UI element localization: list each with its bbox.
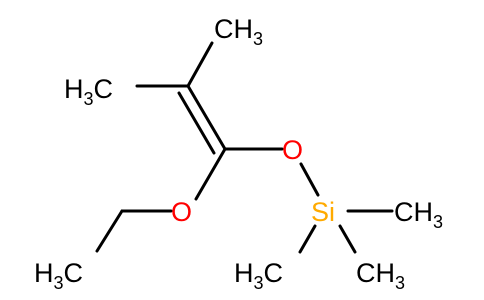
atom-methyl-left: H3C: [64, 74, 113, 109]
bond-c1-c2-double-b: [177, 91, 216, 155]
atom-methyl-si-bottom-right: CH3: [356, 258, 405, 293]
atom-methyl-top: CH3: [214, 14, 263, 49]
bond-c2-methyl-top: [186, 41, 214, 88]
bonds: [95, 41, 394, 254]
atom-methyl-ethyl: H3C: [34, 258, 83, 293]
bond-oxygen-silicon: [299, 162, 320, 197]
bond-c1-oxygen-ethoxy: [194, 147, 227, 201]
atom-silicon: Si: [311, 197, 335, 227]
bond-silicon-methyl-bottom-left: [298, 224, 317, 254]
bond-silicon-methyl-bottom-right: [338, 224, 357, 254]
bond-ch2-ch3: [95, 209, 124, 253]
atom-oxygen-silyl: O: [282, 135, 303, 165]
atom-methyl-si-right: CH3: [394, 197, 443, 232]
atom-oxygen-ethoxy: O: [171, 197, 192, 227]
bond-c1-c2-double-a: [186, 84, 227, 151]
atom-methyl-si-bottom-left: H3C: [234, 258, 283, 293]
